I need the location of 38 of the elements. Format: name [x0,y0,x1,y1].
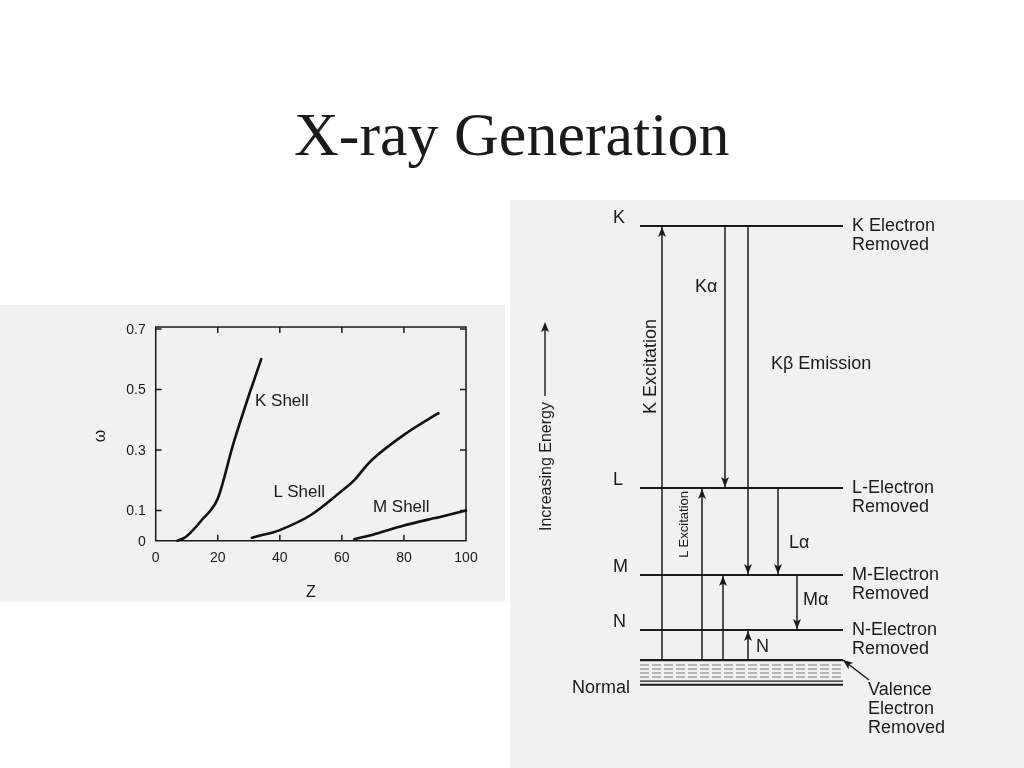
tick-label: 0.7 [126,321,146,337]
level-label: N [613,613,626,629]
tick-label: 0.5 [126,381,146,398]
tick-label: 0 [151,548,160,565]
arrow [744,630,752,660]
band-label: Valence Electron Removed [868,680,958,737]
level-description: N-Electron Removed [852,620,939,658]
axis-label: Increasing Energy [536,402,555,531]
arrow [658,226,666,660]
tick-label: 0 [137,532,146,549]
leader-arrow [842,659,870,681]
tick-label: 100 [454,548,478,565]
level-description: L-Electron Removed [852,478,936,516]
level-label: K [613,209,625,225]
tick-label: 20 [209,548,226,565]
arrow [793,575,801,630]
level-description: M-Electron Removed [852,565,941,603]
level-description: K Electron Removed [852,216,937,254]
series-label: L Shell [273,481,325,501]
level-label: Normal [572,679,630,695]
tick-label: 40 [272,548,288,565]
tick-label: 80 [396,548,412,565]
tick-label: 0.3 [126,441,146,458]
arrow [719,575,727,660]
edge-label: Kβ Emission [771,354,872,373]
series-label: K Shell [255,391,309,411]
axis-title: Z [305,583,316,600]
axis-title: ω [91,429,109,443]
tick-label: 0.1 [126,502,146,519]
arrow [744,226,752,575]
slide-title: X-ray Generation [294,99,730,169]
arrow [774,488,782,575]
series-label: M Shell [372,496,430,516]
tick-label: 60 [334,548,350,565]
arrow [698,488,706,660]
level-label: L [613,471,623,487]
level-label: M [613,558,628,574]
arrow [721,226,729,488]
